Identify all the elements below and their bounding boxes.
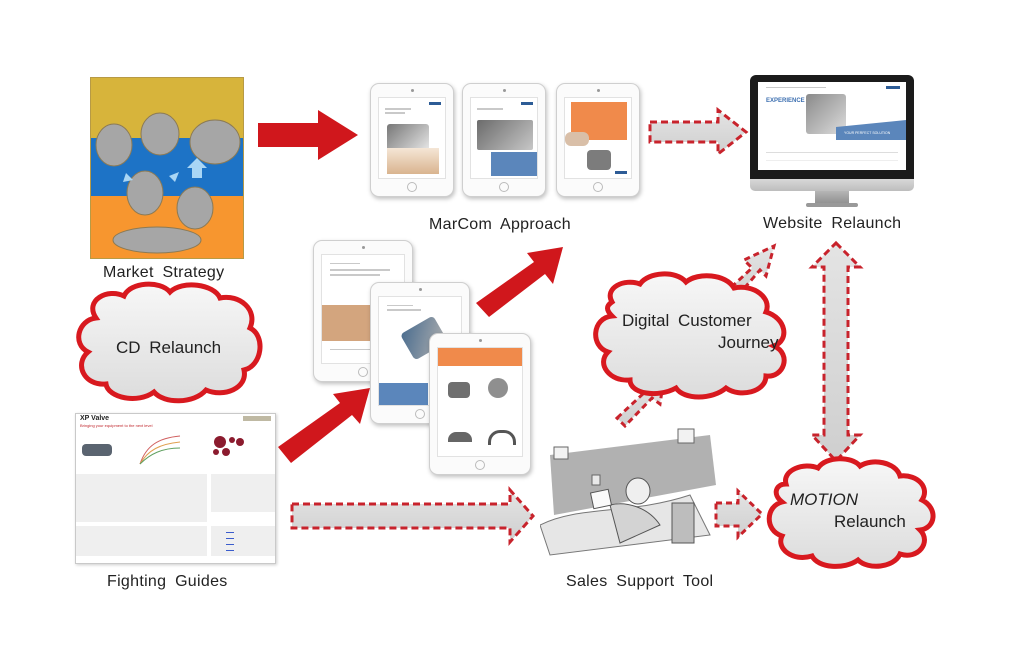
website-screenshot: EXPERIENCE YOUR PERFECT SOLUTION <box>758 82 906 170</box>
dashed-double-arrow-website-motion <box>808 240 864 464</box>
product-thumb <box>448 382 470 398</box>
dashed-arrow-marcom-to-website <box>648 106 749 158</box>
arrow-up-left-icon <box>123 173 133 182</box>
dcj-label-line2: Journey <box>718 333 779 352</box>
cd-tablet-2 <box>370 282 470 424</box>
cd-relaunch-label: CD Relaunch <box>116 338 222 357</box>
strategy-circle <box>126 170 164 216</box>
dcj-label-line1: Digital Customer <box>622 311 752 330</box>
monitor-base <box>806 203 858 207</box>
marcom-tablet-2 <box>462 83 546 197</box>
product-thumb <box>448 432 472 442</box>
strategy-ellipse <box>112 226 202 254</box>
cta-banner <box>836 120 906 140</box>
valve-photo <box>587 150 611 170</box>
product-thumb <box>488 378 508 398</box>
strategy-circle <box>176 186 214 230</box>
fighting-guides-label: Fighting Guides <box>107 573 228 590</box>
guide-title: XP Valve <box>80 415 110 422</box>
motion-label-line2: Relaunch <box>834 512 906 531</box>
solid-arrow-tablets-to-marcom <box>476 247 563 317</box>
sales-support-tool-label: Sales Support Tool <box>566 573 714 590</box>
strategy-circle <box>95 123 133 167</box>
monitor: EXPERIENCE YOUR PERFECT SOLUTION <box>750 75 914 179</box>
hero-text: EXPERIENCE <box>766 98 805 104</box>
market-strategy-label: Market Strategy <box>103 264 225 281</box>
salesperson-sketch <box>540 428 716 556</box>
arrow-up-right-icon <box>169 172 179 182</box>
solid-arrow-strategy-to-marcom <box>258 110 358 160</box>
guide-subtitle: Bringing your equipment to the next leve… <box>80 423 153 428</box>
strategy-shapes <box>95 112 241 254</box>
fighting-guide-document: XP Valve Bringing your equipment to the … <box>75 413 276 564</box>
cloud-cd-relaunch <box>76 281 263 404</box>
strategy-circle <box>189 119 241 165</box>
solid-arrow-guides-to-tablets <box>278 388 370 463</box>
marcom-approach-label: MarCom Approach <box>429 216 571 233</box>
product-thumb <box>488 430 516 445</box>
cta-text: YOUR PERFECT SOLUTION <box>844 131 891 135</box>
performance-curve <box>139 435 181 465</box>
cd-tablet-3 <box>429 333 531 475</box>
arrow-up-icon <box>187 158 207 178</box>
sales-support-illustration <box>540 425 720 565</box>
monitor-chin <box>750 179 914 191</box>
marcom-tablet-3 <box>556 83 640 197</box>
machinery-photo <box>477 120 533 150</box>
valve-image <box>82 444 112 456</box>
cloud-digital-customer-journey <box>593 271 787 400</box>
market-strategy-graphic <box>90 77 244 259</box>
website-relaunch-label: Website Relaunch <box>763 215 902 232</box>
monitor-neck <box>815 191 849 204</box>
dashed-arrow-sales-to-motion <box>714 487 765 541</box>
bubble-matrix <box>213 436 244 456</box>
dashed-arrow-guides-to-sales <box>290 486 536 546</box>
strategy-circle <box>140 112 180 156</box>
marcom-tablet-1 <box>370 83 454 197</box>
motion-label-line1: MOTION <box>790 490 858 509</box>
cloud-motion-relaunch <box>766 456 936 569</box>
